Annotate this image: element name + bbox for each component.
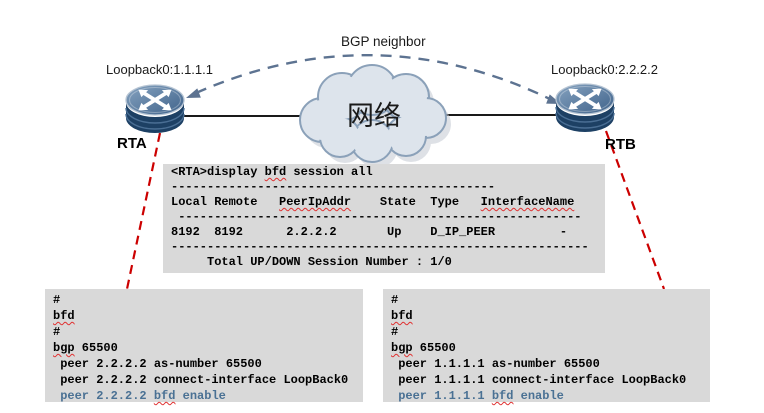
- cli-command-line: <RTA>display bfd session all: [171, 165, 605, 180]
- rta-config-box: # bfd # bgp 65500 peer 2.2.2.2 as-number…: [45, 289, 363, 404]
- rta-loopback-label: Loopback0:1.1.1.1: [106, 62, 213, 77]
- config-line: peer 2.2.2.2 as-number 65500: [53, 357, 262, 371]
- text-segment: <RTA>display: [171, 165, 265, 179]
- text-segment: bfd: [53, 309, 75, 323]
- text-segment: bgp: [53, 341, 75, 355]
- arrowhead-left-icon: [186, 88, 201, 98]
- session-total-line: Total UP/DOWN Session Number : 1/0: [171, 255, 452, 269]
- config-line: peer 1.1.1.1 as-number 65500: [391, 357, 600, 371]
- text-segment: State Type: [351, 195, 481, 209]
- rta-router-icon: [125, 84, 185, 133]
- text-segment: Local Remote: [171, 195, 280, 209]
- session-table-header: Local Remote PeerIpAddr State Type Inter…: [171, 195, 605, 210]
- bgp-neighbor-label: BGP neighbor: [341, 34, 426, 49]
- output-divider: ----------------------------------------…: [171, 180, 496, 194]
- text-segment: bfd: [491, 389, 514, 403]
- config-line: bgp 65500: [391, 340, 710, 356]
- config-line-bfd-enable: peer 1.1.1.1 bfd enable: [391, 388, 710, 404]
- router-arrows-icon: [138, 89, 172, 111]
- bfd-session-output-box: <RTA>display bfd session all -----------…: [163, 164, 605, 273]
- config-line: bfd: [391, 308, 710, 324]
- text-segment: 65500: [74, 341, 118, 355]
- config-line: #: [391, 325, 399, 339]
- text-segment: bfd: [153, 389, 176, 403]
- config-line: peer 1.1.1.1 connect-interface LoopBack0: [391, 373, 687, 387]
- rtb-loopback-label: Loopback0:2.2.2.2: [551, 62, 658, 77]
- text-segment: bfd: [391, 309, 413, 323]
- text-segment: bgp: [391, 341, 413, 355]
- rta-name-label: RTA: [117, 135, 147, 152]
- config-line: #: [391, 293, 399, 307]
- config-line-bfd-enable: peer 2.2.2.2 bfd enable: [53, 388, 363, 404]
- text-segment: PeerIpAddr: [279, 195, 352, 209]
- config-line: peer 2.2.2.2 connect-interface LoopBack0: [53, 373, 349, 387]
- text-segment: enable: [175, 389, 226, 403]
- config-line: bgp 65500: [53, 340, 363, 356]
- session-table-row: 8192 8192 2.2.2.2 Up D_IP_PEER -: [171, 225, 568, 239]
- text-segment: enable: [513, 389, 564, 403]
- callout-line-rtb-config: [604, 130, 666, 290]
- text-segment: InterfaceName: [480, 195, 575, 209]
- network-cloud: [299, 64, 451, 168]
- text-segment: peer 1.1.1.1: [391, 389, 492, 403]
- network-cloud-label: 网络: [347, 101, 401, 131]
- text-segment: bfd: [264, 165, 287, 179]
- rtb-name-label: RTB: [605, 136, 636, 153]
- output-divider: ----------------------------------------…: [171, 240, 589, 254]
- output-divider: ----------------------------------------…: [171, 210, 582, 224]
- config-line: #: [53, 325, 61, 339]
- text-segment: 65500: [412, 341, 456, 355]
- text-segment: session all: [286, 165, 373, 179]
- text-segment: peer 2.2.2.2: [53, 389, 154, 403]
- rtb-router-icon: [555, 83, 615, 132]
- rtb-config-box: # bfd # bgp 65500 peer 1.1.1.1 as-number…: [383, 289, 710, 404]
- router-arrows-icon: [568, 88, 602, 110]
- config-line: bfd: [53, 308, 363, 324]
- callout-line-rta-config: [125, 132, 162, 290]
- config-line: #: [53, 293, 61, 307]
